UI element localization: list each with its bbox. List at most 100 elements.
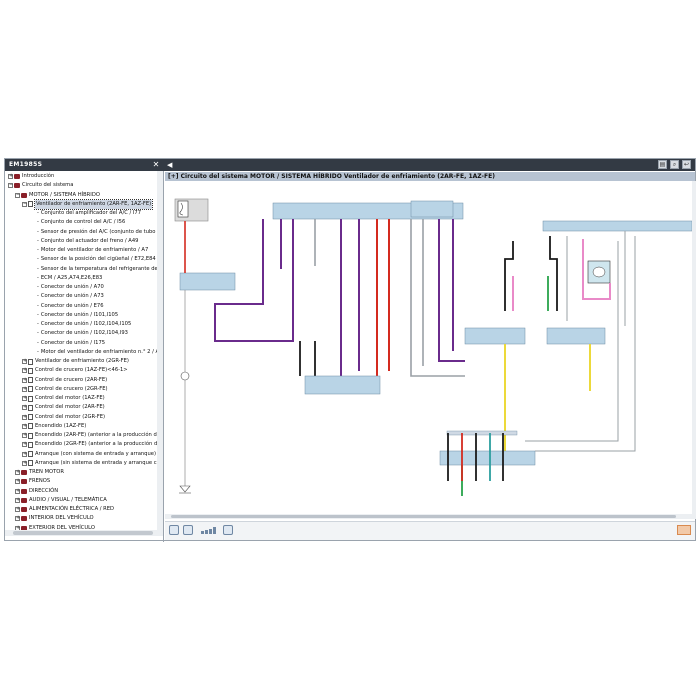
tree-item-label: Sensor de la temperatura del refrigerant… [40, 265, 157, 272]
tree-item[interactable]: +INTERIOR DEL VEHÍCULO [15, 514, 94, 523]
diagram-title-bar: [+] Circuito del sistema MOTOR / SISTEMA… [165, 172, 695, 181]
zoom-out-icon[interactable] [183, 525, 193, 535]
zoom-in-icon[interactable] [169, 525, 179, 535]
tree-item[interactable]: -Conjunto del actuador del freno / A49 [29, 237, 138, 246]
yellow-wires [504, 344, 591, 456]
expand-icon[interactable]: + [15, 496, 21, 503]
tree-scroll-thumb[interactable] [13, 531, 153, 535]
tree-item[interactable]: −Ventilador de enfriamiento (2AR-FE, 1AZ… [22, 198, 154, 210]
diagram-scroll-thumb[interactable] [171, 515, 676, 518]
expand-icon[interactable]: + [15, 469, 21, 475]
fit-window-icon[interactable] [223, 525, 233, 535]
fuse-component [174, 198, 209, 222]
tree-item[interactable]: +Control de crucero (2AR-FE) [22, 376, 107, 385]
tree-item[interactable]: +Introducción [8, 172, 54, 181]
tree-item[interactable]: + Encendido (1AZ-FE) [22, 422, 86, 431]
collapse-icon[interactable]: − [22, 200, 28, 207]
tree-item[interactable]: -Conjunto del amplificador del A/C / I77 [29, 209, 141, 218]
tree-item[interactable]: -Sensor de presión del A/C (conjunto de … [29, 228, 157, 237]
expand-icon[interactable]: + [8, 173, 14, 179]
tree-item[interactable]: -Conector de unión / A70 [29, 283, 104, 292]
expand-icon[interactable]: + [22, 395, 28, 401]
tree-vertical-scrollbar[interactable] [157, 171, 163, 530]
panel-divider[interactable] [163, 171, 164, 542]
expand-icon[interactable]: + [22, 413, 28, 420]
tree-item[interactable]: -Motor del ventilador de enfriamiento / … [29, 246, 148, 255]
expand-icon[interactable]: + [22, 367, 28, 374]
book-icon [21, 507, 27, 512]
tree-item[interactable]: -Conector de unión / I102,I104,I105 [29, 320, 131, 329]
bullet-dash: - [37, 237, 39, 244]
tree-item[interactable]: −MOTOR / SISTEMA HÍBRIDO [15, 191, 100, 200]
collapse-icon[interactable]: − [8, 182, 14, 189]
tree-item[interactable]: +AUDIO / VISUAL / TELEMÁTICA [15, 496, 107, 505]
tree-item[interactable]: +EXTERIOR DEL VEHÍCULO [15, 524, 95, 530]
tree-item[interactable]: -Conector de unión / I101,I105 [29, 311, 118, 320]
expand-icon[interactable]: + [22, 450, 28, 457]
tree-item[interactable]: +Control de crucero (2GR-FE) [22, 385, 108, 394]
tree-item[interactable]: +Ventilador de enfriamiento (2GR-FE) [22, 357, 129, 366]
collapse-panel-icon[interactable]: ◀ [167, 161, 173, 169]
search-icon[interactable]: ⌕ [670, 160, 679, 169]
expand-icon[interactable]: + [22, 385, 28, 392]
tree-item[interactable]: -Sensor de la posición del cigüeñal / E7… [29, 255, 156, 264]
tree-item[interactable]: -Conector de unión / I102,I104,I93 [29, 329, 128, 338]
tree-item[interactable]: -Motor del ventilador de enfriamiento n.… [29, 348, 157, 357]
tree-item[interactable]: +Control del motor (2AR-FE) [22, 403, 105, 412]
tree-item[interactable]: -Conector de unión / I175 [29, 339, 105, 348]
expand-icon[interactable]: + [15, 515, 21, 522]
zoom-toolbar [165, 521, 695, 540]
expand-toggle[interactable]: [+] [168, 173, 179, 180]
print-icon[interactable]: ▤ [658, 160, 667, 169]
tree-item[interactable]: -Sensor de la temperatura del refrigeran… [29, 265, 157, 274]
expand-icon[interactable]: + [22, 358, 28, 364]
tree-item[interactable]: + Encendido (2GR-FE) (anterior a la produ… [22, 440, 157, 449]
tree-item[interactable]: +Arranque (sin sistema de entrada y arra… [22, 459, 157, 468]
tree-item[interactable]: +Control del motor (2GR-FE) [22, 413, 105, 422]
wiring-diagram-canvas[interactable] [165, 181, 692, 514]
tree-item[interactable]: +FRENOS [15, 477, 50, 486]
tree-item[interactable]: +DIRECCIÓN [15, 487, 58, 496]
gray-wires [314, 219, 465, 377]
diagram-vertical-scrollbar[interactable] [692, 181, 696, 519]
expand-icon[interactable]: + [22, 432, 28, 438]
tree-item[interactable]: -Conector de unión / A73 [29, 292, 104, 301]
close-panel-icon[interactable]: ✕ [152, 160, 160, 169]
expand-icon[interactable]: + [15, 506, 21, 512]
window-title: EM1985S [9, 161, 43, 168]
document-icon [28, 404, 33, 411]
zoom-level-icon[interactable] [201, 526, 219, 534]
tree-item[interactable]: +ALIMENTACIÓN ELÉCTRICA / RED [15, 505, 114, 514]
tree-item[interactable]: -Conector de unión / E76 [29, 302, 104, 311]
tree-item[interactable]: -ECM / A25,A74,E26,E83 [29, 274, 102, 283]
tree-item-label: Encendido (2GR-FE) (anterior a la produc… [35, 441, 157, 448]
expand-icon[interactable]: + [15, 478, 21, 485]
back-icon[interactable]: ↩ [682, 160, 691, 169]
tree-item-label: Conector de unión / I102,I104,I93 [40, 330, 128, 337]
tree-item-label: Encendido (1AZ-FE) [35, 422, 87, 429]
expand-icon[interactable]: + [15, 524, 21, 530]
diagram-horizontal-scrollbar[interactable] [165, 514, 692, 519]
feedback-icon[interactable] [677, 525, 691, 535]
tree-item-label: Conector de unión / A73 [40, 293, 104, 300]
tree-item[interactable]: −Circuito del sistema [8, 181, 73, 190]
expand-icon[interactable]: + [22, 422, 28, 429]
tree-item-label: Conector de unión / E76 [40, 302, 104, 309]
tree-item[interactable]: -Conjunto de control del A/C / I56 [29, 218, 125, 227]
expand-icon[interactable]: + [22, 404, 28, 411]
document-icon [28, 423, 33, 430]
expand-icon[interactable]: + [22, 441, 28, 448]
tree-item[interactable]: +Control de crucero (1AZ-FE)<46-1> [22, 366, 128, 375]
tree-item[interactable]: + Control del motor (1AZ-FE) [22, 394, 105, 403]
expand-icon[interactable]: + [15, 487, 21, 494]
expand-icon[interactable]: + [22, 459, 28, 466]
expand-icon[interactable]: + [22, 376, 28, 383]
tree-horizontal-scrollbar[interactable] [5, 530, 163, 536]
tree-item-label: Control del motor (1AZ-FE) [35, 395, 105, 401]
tree-item[interactable]: +TREN MOTOR [15, 468, 64, 477]
book-icon [21, 192, 27, 198]
tree-item[interactable]: +Arranque (con sistema de entrada y arra… [22, 450, 156, 459]
tree-item[interactable]: +Encendido (2AR-FE) (anterior a la produ… [22, 431, 157, 440]
collapse-icon[interactable]: − [15, 191, 21, 198]
bullet-dash: - [37, 339, 39, 346]
